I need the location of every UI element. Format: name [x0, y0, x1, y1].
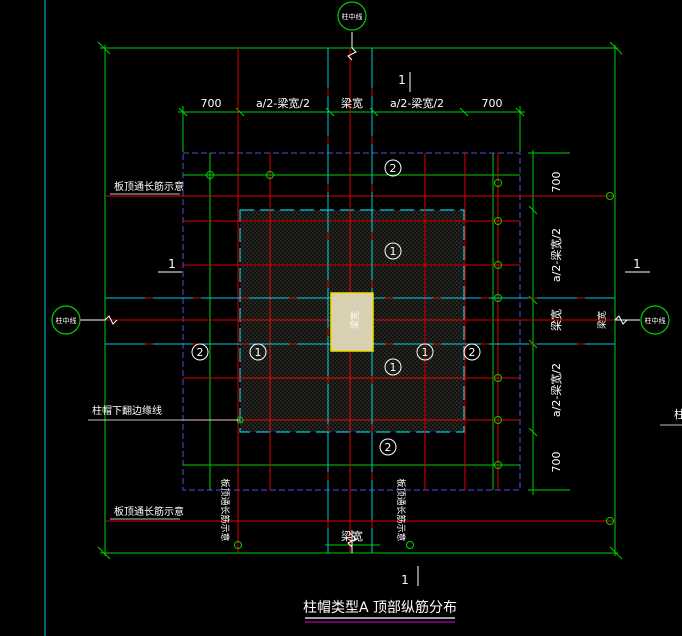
section-mark-top: 1	[398, 73, 406, 87]
axis-marker-top: 柱中线	[337, 1, 367, 31]
axis-marker-top-label: 柱中线	[342, 12, 363, 21]
top-dim-700-right: 700	[482, 97, 503, 110]
section-mark-bottom: 1	[401, 573, 409, 587]
right-dim-half-bottom: a/2-梁宽/2	[549, 363, 563, 417]
section-mark-labels: 1 1 1 1	[168, 73, 641, 587]
section-mark-right: 1	[633, 257, 641, 271]
beam-width-left-center: 梁宽	[349, 311, 361, 329]
right-dim-half-top: a/2-梁宽/2	[549, 228, 563, 282]
green-frame	[97, 41, 623, 560]
axis-marker-left-label: 柱中线	[56, 316, 77, 325]
top-dim-beam: 梁宽	[341, 96, 363, 110]
rebar-mark-label: 2	[469, 346, 476, 359]
rebar-mark-1-left: 1	[249, 343, 267, 361]
axis-marker-right: 柱中线	[640, 305, 670, 335]
section-marks	[158, 72, 650, 586]
beam-width-right-edge: 梁宽	[596, 311, 608, 329]
rebar-mark-1-lower: 1	[384, 358, 402, 376]
axis-marker-right-label: 柱中线	[645, 316, 666, 325]
rebar-mark-1-upper: 1	[384, 242, 402, 260]
rebar-mark-2-bottom: 2	[379, 438, 397, 456]
rebar-mark-2-right: 2	[463, 343, 481, 361]
rebar-mark-label: 1	[390, 245, 397, 258]
cap-outer-outline	[182, 152, 521, 491]
right-edge-partial-text: 柱	[674, 407, 682, 421]
top-dim-half-left: a/2-梁宽/2	[256, 96, 310, 110]
rebar-dots	[206, 171, 614, 549]
callout-cap-bottom-outline: 柱帽下翻边缘线	[92, 404, 162, 417]
rebar-mark-2-top: 2	[384, 159, 402, 177]
rebar-mark-label: 1	[390, 361, 397, 374]
callout-slab-top-lower: 板顶通长筋示意	[114, 505, 184, 518]
rebar-mark-label: 2	[197, 346, 204, 359]
rebar-mark-label: 2	[390, 162, 397, 175]
right-dim-beam: 梁宽	[549, 309, 563, 331]
rebar-mark-2-left: 2	[191, 343, 209, 361]
callout-slab-top-vertical-right: 板顶通长筋示意	[395, 478, 407, 541]
rebar-mark-label: 1	[255, 346, 262, 359]
top-dim-ticks	[178, 107, 525, 117]
rebar-mark-label: 1	[422, 346, 429, 359]
section-mark-left: 1	[168, 257, 176, 271]
beam-width-bottom: 梁宽	[341, 529, 363, 543]
callouts: 板顶通长筋示意 板顶通长筋示意 柱帽下翻边缘线 板顶通长筋示意 板顶通长筋示意	[92, 180, 407, 542]
top-dim-700-left: 700	[201, 97, 222, 110]
axis-marker-left: 柱中线	[51, 305, 81, 335]
callout-slab-top-upper: 板顶通长筋示意	[114, 180, 184, 193]
beam-width-labels: 梁宽 梁宽 梁宽	[341, 311, 608, 543]
drawing-title: 柱帽类型A 顶部纵筋分布	[303, 599, 457, 616]
callout-slab-top-vertical-left: 板顶通长筋示意	[219, 478, 231, 541]
right-dimensions: 700 a/2-梁宽/2 梁宽 a/2-梁宽/2 700	[549, 172, 563, 473]
top-dimensions: 700 a/2-梁宽/2 梁宽 a/2-梁宽/2 700	[201, 96, 503, 110]
right-dim-700-bottom: 700	[550, 452, 563, 473]
top-dim-half-right: a/2-梁宽/2	[390, 96, 444, 110]
right-dim-700-top: 700	[550, 172, 563, 193]
rebar-mark-1-right: 1	[416, 343, 434, 361]
cap-bottom-outline	[239, 209, 465, 433]
column	[330, 292, 374, 352]
callout-leaders	[88, 193, 240, 520]
rebar-mark-label: 2	[385, 441, 392, 454]
axis-lines	[80, 32, 640, 553]
